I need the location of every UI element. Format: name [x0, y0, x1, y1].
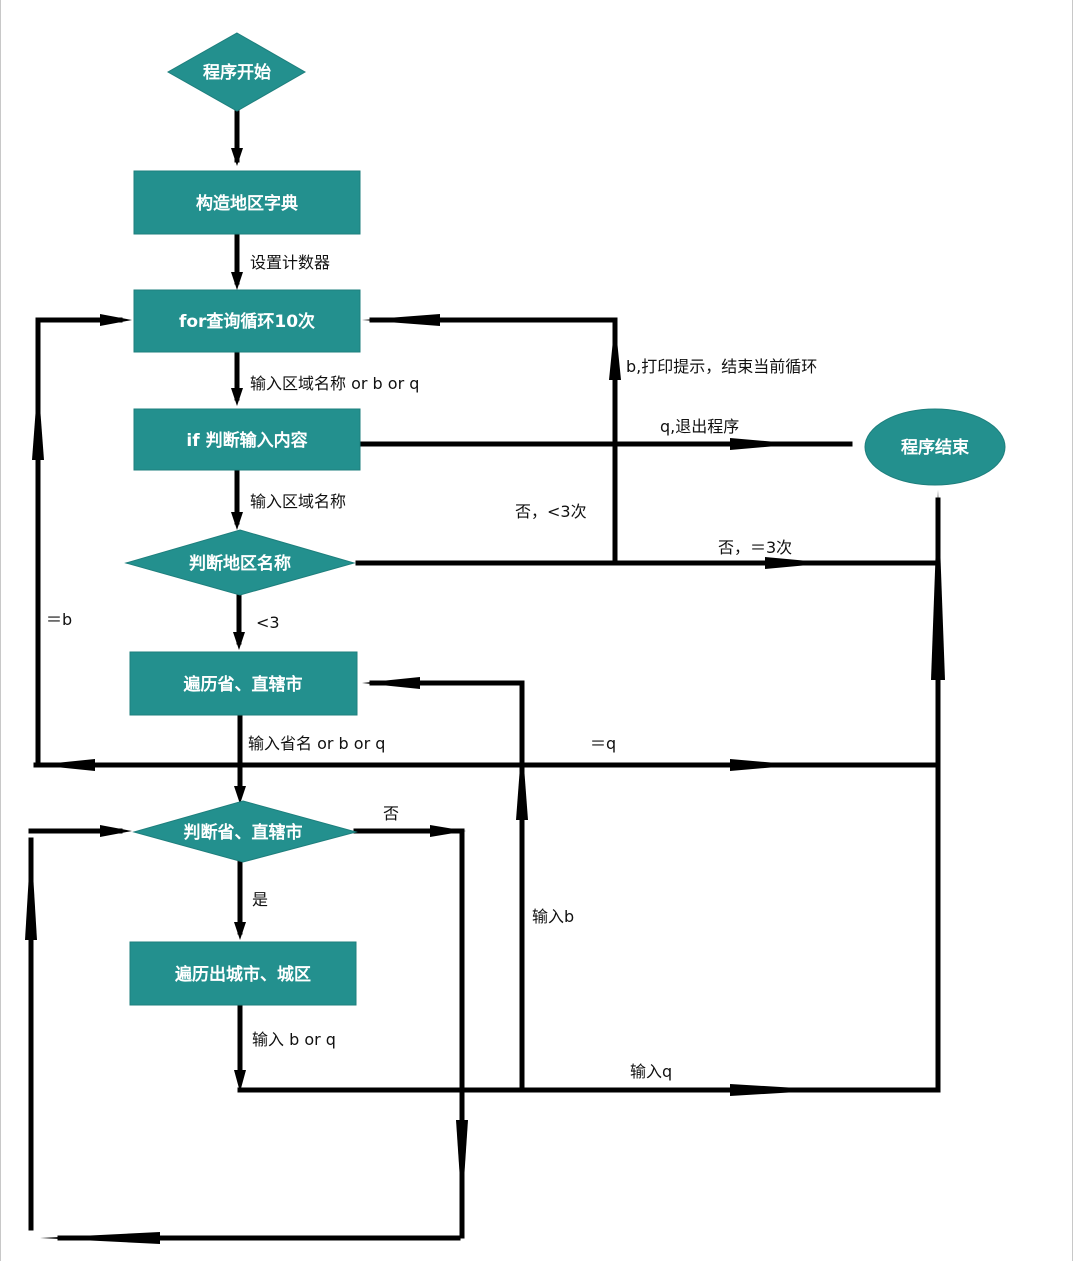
arrow-down-city — [234, 1070, 246, 1092]
label-input-b: 输入b — [532, 907, 574, 926]
arrow-up-no-left — [25, 840, 37, 940]
label-q-exit: q,退出程序 — [660, 417, 739, 436]
arrow-down-start — [231, 148, 243, 166]
arrow-right-no-left — [100, 825, 132, 837]
edge-labels: 设置计数器 输入区域名称 or b or q b,打印提示，结束当前循环 q,退… — [46, 253, 817, 1081]
arrow-down-dict — [231, 272, 243, 290]
arrow-up-end — [931, 490, 945, 680]
arrow-down-traverse — [234, 786, 246, 804]
node-judge-province-shape — [132, 800, 358, 863]
arrowheads — [25, 148, 945, 1244]
label-no: 否 — [383, 804, 399, 823]
label-input-region-bq: 输入区域名称 or b or q — [250, 374, 419, 393]
arrow-right-q — [730, 438, 800, 450]
node-start: 程序开始 — [203, 62, 271, 83]
arrow-left-no-bottom — [40, 1232, 160, 1244]
label-yes: 是 — [252, 890, 268, 909]
node-if-judge: if 判断输入内容 — [186, 430, 307, 451]
arrow-right-input-q — [730, 1084, 830, 1096]
label-eq-b: ＝b — [46, 610, 72, 629]
node-end-shape — [864, 408, 1006, 486]
left-border — [0, 0, 1, 1261]
node-traverse-province: 遍历省、直辖市 — [183, 674, 303, 695]
arrow-left-b-top — [362, 314, 440, 326]
label-no-lt3: 否，<3次 — [515, 502, 587, 521]
arrow-left-input-b — [362, 677, 420, 689]
node-traverse-city: 遍历出城市、城区 — [174, 964, 311, 985]
arrow-up-b — [609, 320, 621, 380]
label-input-province-bq: 输入省名 or b or q — [248, 734, 385, 753]
label-set-counter: 设置计数器 — [250, 253, 330, 272]
label-no-eq3: 否，＝3次 — [718, 538, 792, 557]
arrow-down-judge-region — [233, 632, 245, 650]
label-input-q: 输入q — [630, 1062, 672, 1081]
arrow-down-judge-province — [234, 922, 246, 940]
node-labels: 程序开始 构造地区字典 for查询循环10次 if 判断输入内容 判断地区名称 … — [174, 62, 969, 985]
node-build-dict-shape — [133, 170, 361, 235]
label-lt3: <3 — [256, 613, 280, 632]
arrow-right-eq3 — [765, 557, 830, 569]
arrow-up-input-b — [516, 740, 528, 820]
arrow-right-eq-q — [730, 759, 800, 771]
node-start-shape — [166, 32, 307, 112]
label-b-print: b,打印提示，结束当前循环 — [626, 357, 817, 376]
nodes — [124, 32, 1006, 1006]
node-traverse-province-shape — [129, 651, 358, 716]
arrow-up-eq-b — [32, 380, 44, 460]
node-for-loop: for查询循环10次 — [179, 311, 315, 332]
node-if-judge-shape — [133, 408, 361, 471]
node-traverse-city-shape — [129, 941, 357, 1006]
arrow-down-no — [456, 1120, 468, 1210]
node-judge-province: 判断省、直辖市 — [184, 822, 303, 843]
arrow-right-for — [100, 314, 132, 326]
arrow-right-no — [430, 825, 466, 837]
label-eq-q: ＝q — [590, 734, 616, 753]
node-for-loop-shape — [133, 289, 361, 353]
label-input-region: 输入区域名称 — [250, 492, 346, 511]
arrow-down-if — [231, 512, 243, 530]
label-input-b-or-q: 输入 b or q — [252, 1030, 336, 1049]
node-judge-region-shape — [124, 529, 356, 596]
node-build-dict: 构造地区字典 — [196, 193, 298, 214]
node-end: 程序结束 — [901, 437, 969, 458]
arrow-left-eq-b — [36, 759, 95, 771]
node-judge-region: 判断地区名称 — [189, 553, 291, 574]
arrow-down-for — [231, 388, 243, 406]
